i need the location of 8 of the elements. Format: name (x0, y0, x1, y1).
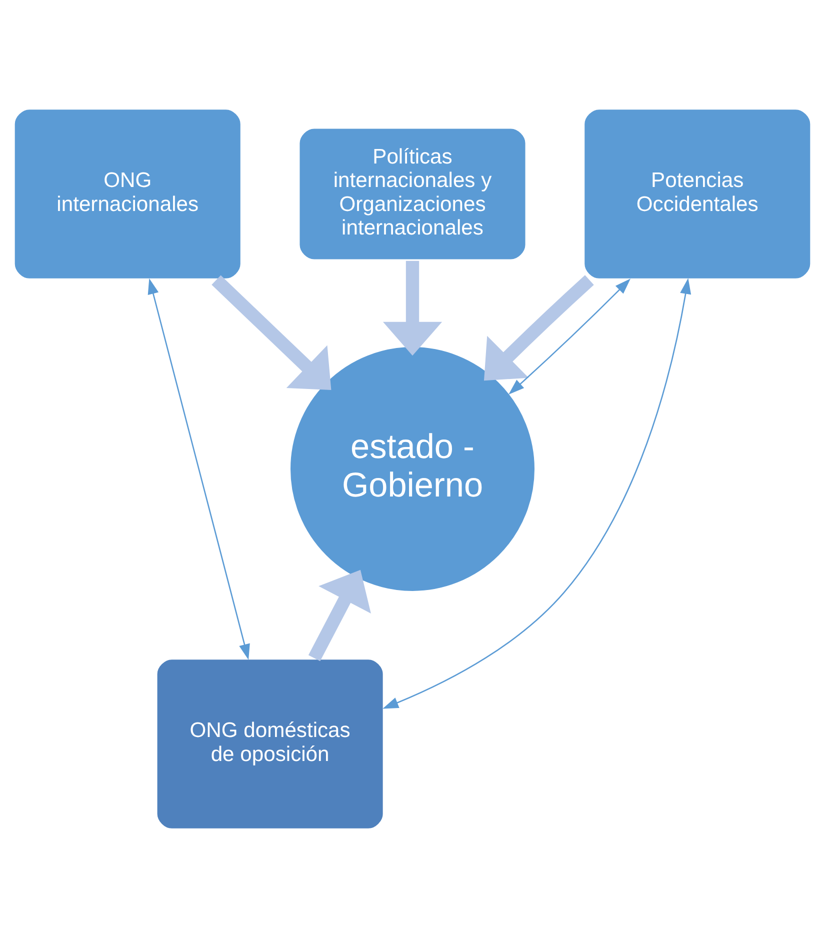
arrow (148, 278, 250, 660)
arrow (382, 278, 692, 708)
arrow (382, 260, 442, 356)
arrow (308, 569, 371, 661)
node-box: Políticas internacionales y Organizaciones internacionales (297, 126, 528, 262)
arrow (212, 274, 332, 390)
arrow (508, 278, 631, 394)
arrow (484, 274, 594, 380)
